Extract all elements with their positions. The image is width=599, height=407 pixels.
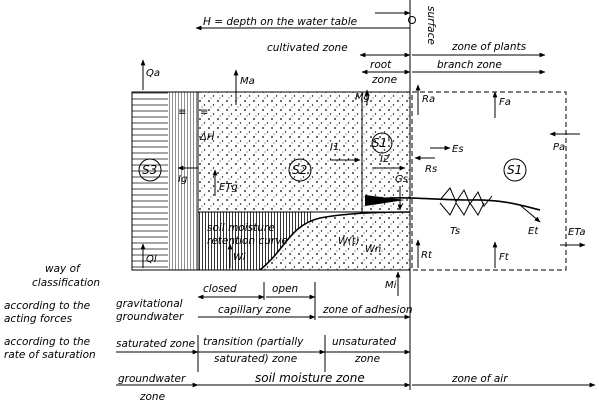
svg-text:zone of adhesion: zone of adhesion <box>322 304 413 316</box>
svg-text:I1: I1 <box>330 142 339 153</box>
soil-moisture-retention-curve <box>259 211 411 271</box>
zone-of-plants-label: zone of plants <box>451 41 527 53</box>
svg-text:Rt: Rt <box>421 250 433 261</box>
way-of-classification-1: way of <box>45 263 82 275</box>
svg-text:gravitational: gravitational <box>116 298 183 310</box>
surface-label: surface <box>425 6 437 45</box>
svg-text:zone of air: zone of air <box>451 373 508 385</box>
svg-text:Ra: Ra <box>422 94 435 105</box>
root-zone-label-2: zone <box>371 74 397 86</box>
svg-text:≡: ≡ <box>200 107 208 118</box>
classification-row-3: groundwater zone soil moisture zone zone… <box>116 371 596 403</box>
closed-label: closed <box>203 283 237 295</box>
svg-text:Ft: Ft <box>499 252 510 263</box>
svg-text:Et: Et <box>528 226 539 237</box>
svg-text:S3: S3 <box>142 163 157 177</box>
svg-text:Es: Es <box>452 144 464 155</box>
svg-text:Mi: Mi <box>385 280 397 291</box>
cultivated-zone-label: cultivated zone <box>267 42 348 54</box>
plant-root-icon <box>365 195 405 206</box>
svg-text:S1': S1' <box>372 136 391 150</box>
plant-region-box <box>411 91 567 271</box>
zone-s2: S2 <box>288 158 312 182</box>
svg-text:Qa: Qa <box>146 68 160 79</box>
svg-text:ETa: ETa <box>568 227 586 238</box>
svg-text:Wn: Wn <box>365 244 381 255</box>
zone-s1: S1 <box>503 158 527 182</box>
zone-s3: S3 <box>138 158 162 182</box>
svg-text:I2: I2 <box>380 154 389 165</box>
svg-text:Ql: Ql <box>146 254 157 265</box>
svg-text:according to the: according to the <box>4 300 90 312</box>
surface-marker-icon <box>408 16 416 24</box>
svg-text:ΔH: ΔH <box>199 132 215 143</box>
open-label: open <box>272 283 298 295</box>
svg-text:Ts: Ts <box>450 226 460 237</box>
svg-text:Rs: Rs <box>425 164 437 175</box>
svg-text:Gs: Gs <box>395 174 408 185</box>
svg-text:unsaturated: unsaturated <box>332 336 396 348</box>
svg-text:W(t): W(t) <box>338 236 360 247</box>
svg-text:Pa: Pa <box>553 142 565 153</box>
svg-text:saturated) zone: saturated) zone <box>214 353 297 365</box>
flux-symbols: Qa Ma Mg Ra Fa Pa Rs Es Ig ETg I1 I2 Gs … <box>140 59 586 296</box>
svg-text:saturated zone: saturated zone <box>116 338 195 350</box>
svg-text:zone: zone <box>139 391 165 403</box>
svg-text:S1: S1 <box>507 163 522 177</box>
svg-text:rate of saturation: rate of saturation <box>4 349 96 361</box>
svg-text:capillary zone: capillary zone <box>218 304 291 316</box>
soil-block: ≡ ≡ <box>131 91 411 271</box>
classification-row-2: according to the rate of saturation satu… <box>4 335 411 372</box>
svg-text:zone: zone <box>354 353 380 365</box>
svg-text:Ma: Ma <box>240 76 255 87</box>
soil-moisture-curve-label-2: retention curve <box>207 235 288 247</box>
branch-zone-label: branch zone <box>437 59 502 71</box>
svg-text:Wi: Wi <box>233 252 246 263</box>
way-of-classification-2: classification <box>32 277 100 289</box>
header-dimensions: H = depth on the water table surface cul… <box>195 6 546 86</box>
zone-s1-prime: S1' <box>371 132 393 154</box>
svg-text:soil moisture zone: soil moisture zone <box>255 371 365 385</box>
h-label: H = depth on the water table <box>203 16 357 28</box>
svg-text:acting forces: acting forces <box>4 313 73 325</box>
svg-text:according to the: according to the <box>4 336 90 348</box>
svg-text:Ig: Ig <box>178 174 187 185</box>
classification-row-1: according to the acting forces gravitati… <box>4 298 413 325</box>
svg-text:groundwater: groundwater <box>116 311 184 323</box>
root-zone-label-1: root <box>370 59 392 71</box>
plant-leaves-icon <box>439 187 493 216</box>
svg-text:ETg: ETg <box>219 182 238 193</box>
svg-text:S2: S2 <box>292 163 307 177</box>
svg-text:Fa: Fa <box>499 97 511 108</box>
svg-text:groundwater: groundwater <box>118 373 186 385</box>
soil-moisture-curve-label-1: soil moisture <box>207 222 275 234</box>
svg-text:≡: ≡ <box>178 107 186 118</box>
svg-text:Mg: Mg <box>355 92 370 103</box>
svg-text:transition (partially: transition (partially <box>203 336 304 348</box>
plant-stem <box>369 196 541 211</box>
